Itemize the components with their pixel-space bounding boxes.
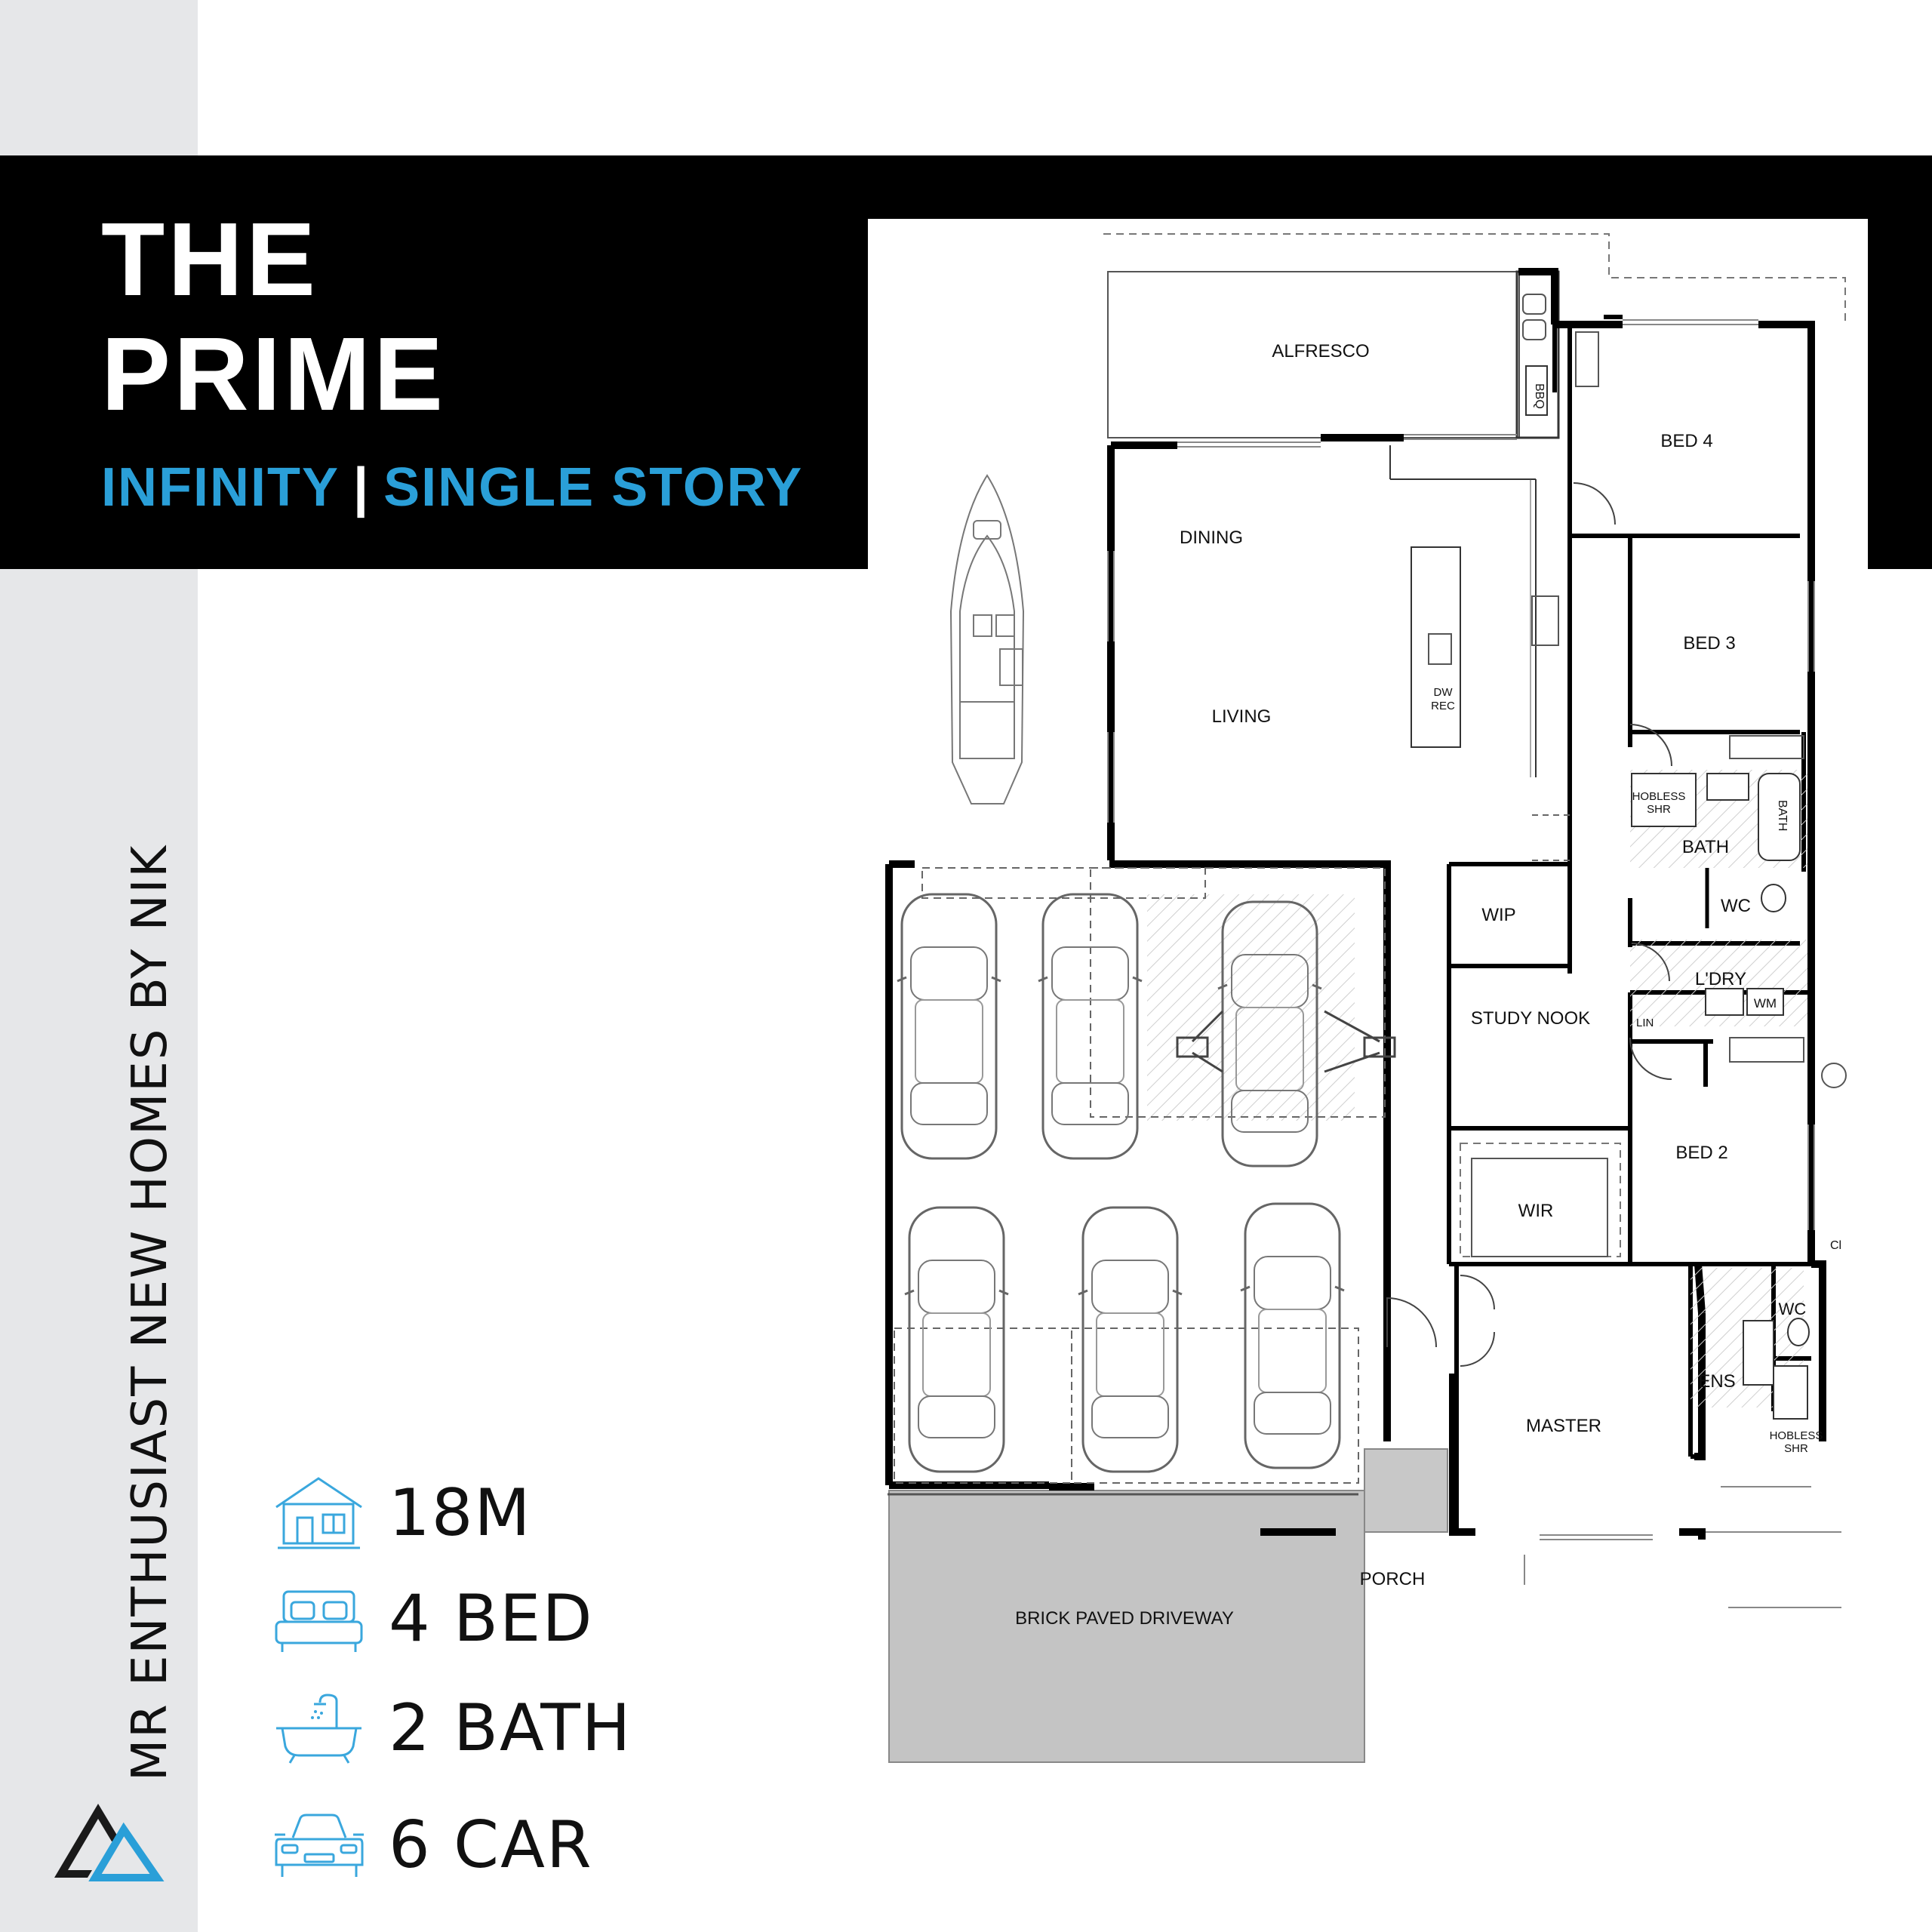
stat-frontage-label: 18M	[389, 1475, 532, 1551]
wir-label: WIR	[1518, 1201, 1554, 1221]
bathtub-label: BATH	[1776, 800, 1789, 831]
bathtub	[1758, 773, 1801, 861]
stat-cars: 6 CAR	[272, 1807, 593, 1883]
door-master-left	[1460, 1275, 1495, 1310]
car-4	[903, 1206, 1010, 1473]
wm-label: WM	[1754, 996, 1777, 1011]
garage-dashed-lower-left	[894, 1327, 1072, 1484]
door-bed4	[1573, 482, 1616, 525]
title-line-2: PRIME	[101, 316, 447, 432]
ac-unit	[1821, 1063, 1847, 1088]
kitchen-sink	[1428, 633, 1452, 665]
garage-door-swing	[1386, 1297, 1437, 1348]
kitchen-island	[1411, 546, 1461, 748]
laundry-tub	[1705, 988, 1744, 1016]
boat	[949, 474, 1025, 804]
washing-machine	[1746, 988, 1784, 1016]
door-bed3	[1629, 724, 1672, 767]
bed2-label: BED 2	[1675, 1143, 1727, 1163]
door-laundry	[1631, 943, 1670, 982]
subtitle-separator: |	[353, 457, 371, 518]
porch	[1364, 1448, 1448, 1533]
window-lines	[1107, 319, 1841, 1608]
robe-bed4	[1575, 331, 1599, 387]
stat-cars-label: 6 CAR	[389, 1807, 593, 1883]
door-master-right	[1460, 1331, 1495, 1367]
bed3-label: BED 3	[1683, 633, 1735, 654]
bbq-label: BBQ	[1533, 383, 1546, 409]
exterior-walls	[885, 268, 1826, 1540]
garage-dashed-upper	[921, 867, 1206, 899]
wir-inner	[1471, 1158, 1608, 1257]
page-title: THE PRIME	[101, 202, 446, 432]
wc-toilet	[1761, 884, 1786, 912]
subtitle-range: INFINITY	[101, 457, 340, 518]
mountain-triangle-logo-icon	[54, 1804, 165, 1881]
alfresco-dashed-outline	[1103, 233, 1846, 325]
car-hoist	[1176, 1010, 1396, 1073]
robe-bed3	[1729, 735, 1804, 759]
subtitle-storey: SINGLE STORY	[383, 457, 804, 518]
stat-bathrooms: 2 BATH	[272, 1690, 632, 1766]
house-icon	[275, 1477, 362, 1549]
bed-icon	[275, 1590, 363, 1652]
car-6	[1239, 1202, 1346, 1469]
stat-frontage: 18M	[272, 1475, 532, 1551]
study-nook-label: STUDY NOOK	[1471, 1008, 1590, 1029]
master-label: MASTER	[1526, 1416, 1601, 1436]
alfresco-label: ALFRESCO	[1272, 341, 1369, 361]
ensuite-shower	[1773, 1365, 1808, 1420]
bbq-grill	[1525, 365, 1548, 416]
cl-label: Cl	[1830, 1239, 1841, 1252]
alfresco	[1107, 271, 1520, 438]
brand-vertical-text: MR ENTHUSIAST NEW HOMES BY NIK	[122, 844, 178, 1781]
vanity	[1706, 773, 1749, 801]
lin-label: LIN	[1636, 1017, 1654, 1029]
car-1	[896, 893, 1002, 1160]
bbq-sink-2	[1522, 319, 1546, 340]
bbq-sink-1	[1522, 294, 1546, 315]
car-icon	[275, 1814, 364, 1877]
floor-plan: BRICK PAVED DRIVEWAY PORCH ALFRESCO BBQ	[885, 233, 1847, 1763]
dw-label: DW	[1434, 686, 1454, 699]
shr2-label: SHR	[1784, 1442, 1808, 1455]
bath-label: BATH	[1682, 837, 1729, 857]
cooktop	[1531, 595, 1559, 646]
ensuite-vanity	[1743, 1320, 1774, 1386]
garage-dashed-upper-right	[1090, 867, 1386, 1118]
stat-bedrooms-label: 4 BED	[389, 1581, 594, 1657]
stat-bedrooms: 4 BED	[272, 1581, 594, 1657]
car-5	[1077, 1206, 1183, 1473]
wc2-label: WC	[1779, 1300, 1807, 1318]
garage-dashed-lower-right	[1071, 1327, 1359, 1484]
hobless-shower	[1631, 773, 1697, 827]
subtitle: INFINITY|SINGLE STORY	[101, 457, 803, 518]
living-label: LIVING	[1212, 706, 1272, 727]
porch-label: PORCH	[1360, 1569, 1426, 1589]
driveway-label: BRICK PAVED DRIVEWAY	[1015, 1608, 1234, 1629]
wc-label: WC	[1721, 896, 1751, 916]
bath-icon	[276, 1694, 361, 1764]
hobless-label: HOBLESS	[1632, 790, 1686, 803]
wir-robe	[1460, 1143, 1621, 1257]
robe-bed2	[1729, 1037, 1804, 1063]
door-bed2	[1629, 1037, 1672, 1080]
ldry-label: L'DRY	[1695, 969, 1746, 989]
bed4-label: BED 4	[1660, 431, 1712, 451]
shr-label: SHR	[1647, 803, 1671, 816]
stat-bathrooms-label: 2 BATH	[389, 1690, 632, 1766]
wip-label: WIP	[1481, 905, 1515, 925]
ens-label: ENS	[1698, 1371, 1735, 1392]
ensuite-toilet	[1787, 1318, 1810, 1346]
rec-label: REC	[1431, 700, 1455, 712]
title-line-1: THE	[101, 202, 318, 318]
hobless2-label: HOBLESS	[1770, 1429, 1823, 1442]
dining-label: DINING	[1180, 528, 1243, 548]
